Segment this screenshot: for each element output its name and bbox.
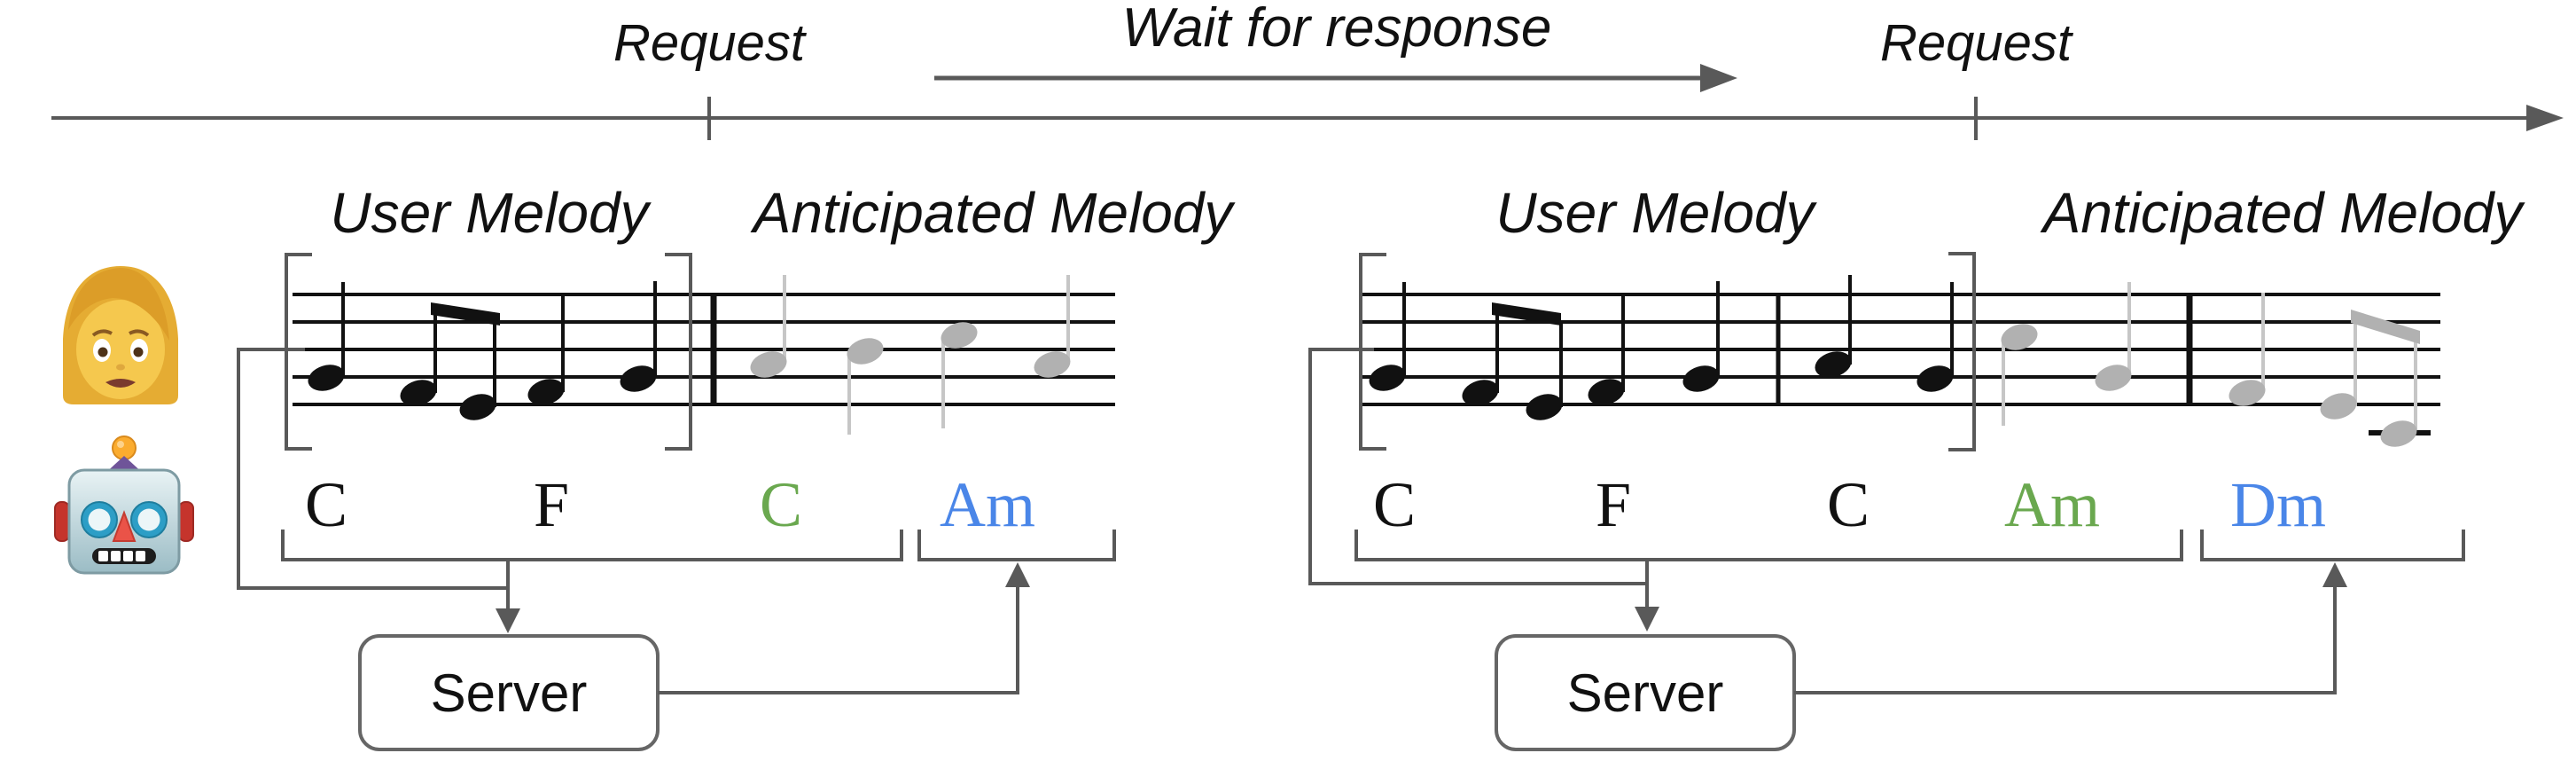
user-melody-notes: [308, 281, 657, 420]
chord-label-f: F: [1596, 469, 1631, 540]
chord-label-c2: C: [1827, 469, 1870, 540]
timeline-arrowhead-icon: [2526, 105, 2564, 131]
server-return-arrowhead-icon: [2322, 562, 2347, 587]
note-head: [308, 365, 345, 391]
woman-emoji-icon: [63, 266, 178, 404]
chord-label-am-anticipated: Am: [2004, 469, 2100, 540]
anticipated-melody-heading: Anticipated Melody: [2040, 181, 2526, 245]
note-head: [1916, 365, 1954, 392]
panel-left: User Melody Anticipated Melody C F C Am: [237, 181, 1237, 751]
chord-row: C F C Am Dm: [1373, 469, 2326, 540]
request-content-bracket: [281, 530, 903, 561]
robot-emoji-icon: [54, 435, 194, 575]
user-to-server-connector: [1308, 348, 1647, 585]
panel-right: User Melody Anticipated Melody C F C Am …: [1308, 181, 2526, 751]
server-input-arrowhead-icon: [1635, 607, 1659, 632]
eighth-note-beam: [1492, 302, 1561, 326]
eighth-note-beam: [2351, 310, 2420, 344]
note-head: [400, 380, 437, 406]
request-content-bracket: [1354, 530, 2183, 561]
note-head: [527, 379, 565, 405]
note-head: [2001, 324, 2038, 350]
user-melody-close-bracket: [1948, 252, 1976, 451]
user-melody-open-bracket: [285, 253, 312, 451]
note-head: [1815, 351, 1852, 378]
server-input-arrowhead-icon: [496, 608, 520, 633]
user-melody-open-bracket: [1359, 253, 1386, 451]
note-head: [1526, 394, 1563, 420]
chord-label-dm-anticipated: Dm: [2230, 469, 2326, 540]
anticipated-melody-notes: [750, 275, 1071, 435]
chord-label-c: C: [305, 469, 347, 540]
note-head: [1588, 379, 1625, 405]
eighth-note-beam: [431, 302, 500, 326]
chord-label-am-anticipated: Am: [940, 469, 1035, 540]
agent-actor: [54, 435, 194, 575]
note-head: [1682, 365, 1720, 392]
note-head: [1462, 380, 1499, 406]
request-label-left: Request: [613, 14, 808, 72]
response-content-bracket: [917, 530, 1116, 561]
chord-label-c-anticipated: C: [760, 469, 802, 540]
note-head: [620, 365, 657, 392]
timeline: Request Wait for response Request: [51, 0, 2564, 140]
wait-for-response-label: Wait for response: [1122, 0, 1552, 59]
user-melody-notes: [1369, 275, 1954, 420]
user-melody-heading: User Melody: [330, 181, 652, 245]
user-actor: [63, 266, 178, 404]
user-melody-close-bracket: [665, 253, 692, 451]
note-head: [750, 351, 787, 378]
anticipated-melody-heading: Anticipated Melody: [750, 181, 1237, 245]
server-return-path: [1794, 585, 2337, 694]
server-return-path: [658, 585, 1019, 694]
chord-label-f: F: [534, 469, 569, 540]
server-box-label: Server: [1567, 663, 1724, 723]
note-head: [941, 322, 978, 349]
chord-row: C F C Am: [305, 469, 1035, 540]
note-head: [1369, 365, 1406, 391]
user-melody-heading: User Melody: [1495, 181, 1817, 245]
note-head: [847, 338, 884, 365]
wait-arrowhead-icon: [1700, 64, 1737, 92]
note-head: [459, 394, 496, 420]
request-label-right: Request: [1880, 14, 2074, 72]
response-content-bracket: [2200, 530, 2465, 561]
note-head: [2095, 365, 2132, 391]
note-head: [2320, 393, 2357, 420]
note-head: [2229, 380, 2266, 406]
note-head: [2380, 420, 2417, 447]
server-box-label: Server: [431, 663, 588, 723]
anticipated-melody-notes: [2001, 282, 2431, 447]
user-to-server-connector: [237, 348, 508, 590]
chord-label-c: C: [1373, 469, 1416, 540]
server-return-arrowhead-icon: [1005, 562, 1030, 587]
staff: [293, 293, 1115, 406]
note-head: [1034, 351, 1071, 378]
